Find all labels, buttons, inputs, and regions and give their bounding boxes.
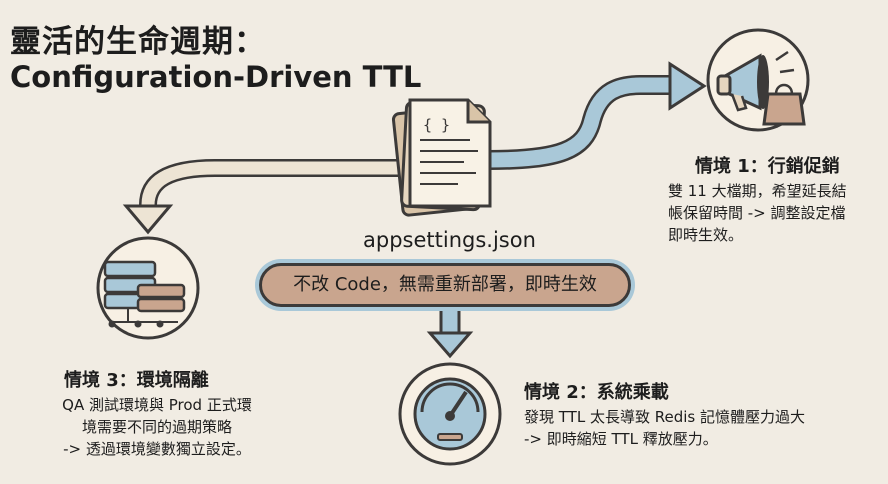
scenario-1-description: 雙 11 大檔期，希望延長結 帳保留時間 -> 調整設定檔 即時生效。 (668, 180, 883, 246)
arrow-to-scenario-2 (426, 307, 474, 359)
scenario-3-description: QA 測試環境與 Prod 正式環 境需要不同的過期策略 -> 透過環境變數獨立… (42, 394, 272, 460)
server-network-icon (96, 236, 200, 340)
scenario-2-description: 發現 TTL 太長導致 Redis 記憶體壓力過大 -> 即時縮短 TTL 釋放… (524, 406, 874, 450)
scenario-3-line: QA 測試環境與 Prod 正式環 (62, 396, 252, 414)
no-redeploy-pill: 不改 Code，無需重新部署，即時生效 (259, 263, 631, 307)
scenario-2-title: 情境 2：系統乘載 (524, 382, 669, 403)
arrow-to-scenario-3 (122, 159, 402, 235)
scenario-1-line: 即時生效。 (668, 226, 744, 244)
arrow-to-scenario-1 (487, 61, 707, 170)
page-title-line-2: Configuration-Driven TTL (10, 60, 422, 94)
scenario-1-line: 帳保留時間 -> 調整設定檔 (668, 204, 846, 222)
gauge-icon (398, 362, 502, 466)
scenario-1-line: 雙 11 大檔期，希望延長結 (668, 182, 847, 200)
scenario-3-line: 境需要不同的過期策略 (81, 418, 232, 436)
config-file-label: appsettings.json (363, 228, 536, 252)
scenario-3-line: -> 透過環境變數獨立設定。 (63, 440, 251, 458)
scenario-1-title: 情境 1：行銷促銷 (695, 156, 840, 177)
json-file-icon: { } (391, 98, 492, 217)
scenario-3-title: 情境 3：環境隔離 (64, 370, 209, 391)
scenario-2-line: -> 即時縮短 TTL 釋放壓力。 (524, 430, 718, 448)
megaphone-with-shopping-bag-icon (706, 28, 810, 132)
page-title-line-1: 靈活的生命週期： (10, 24, 266, 60)
scenario-2-line: 發現 TTL 太長導致 Redis 記憶體壓力過大 (524, 408, 805, 426)
json-braces-glyph: { } (423, 116, 450, 134)
